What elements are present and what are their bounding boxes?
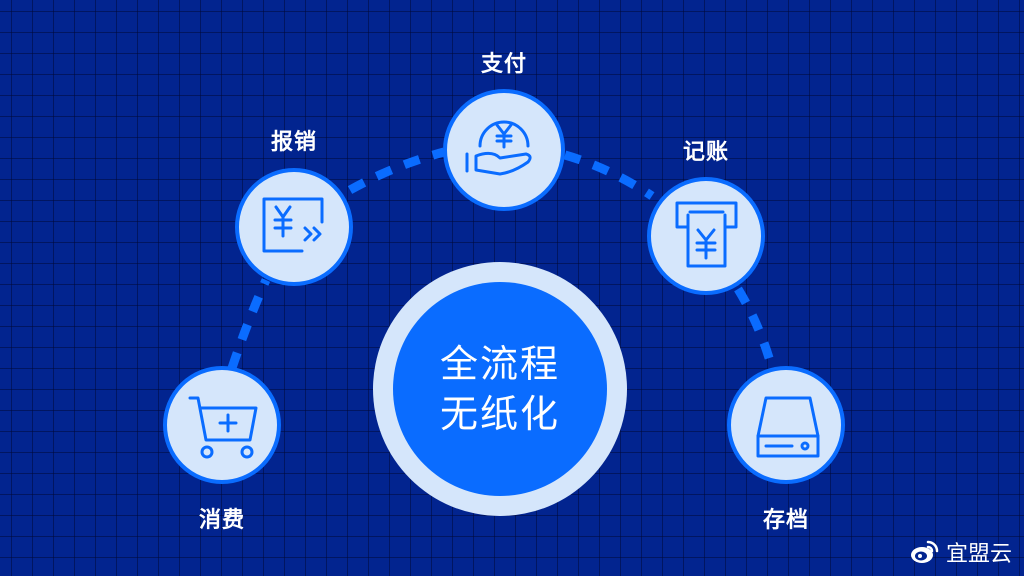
watermark: 宜盟云: [910, 536, 1012, 568]
reimbursement-invoice-icon: [262, 197, 324, 253]
step-label-reimburse: 报销: [270, 130, 318, 155]
center-title: 全流程 无纸化: [440, 339, 560, 439]
connector-reimburse-pay: [347, 147, 446, 194]
dashed-connectors: [227, 147, 777, 370]
step-label-pay: 支付: [480, 52, 528, 77]
step-label-consume: 消费: [198, 508, 246, 533]
step-bookkeeping[interactable]: [647, 177, 765, 295]
center-title-line-1: 全流程: [439, 342, 561, 386]
storage-drive-icon: [756, 396, 820, 458]
step-consume[interactable]: [163, 366, 281, 484]
step-reimburse[interactable]: [235, 168, 353, 286]
step-archive[interactable]: [727, 366, 845, 484]
center-title-line-2: 无纸化: [439, 392, 561, 436]
hand-yuan-coin-icon: [465, 120, 532, 176]
receipt-printer-icon: [675, 201, 738, 268]
main-circle: [373, 262, 627, 516]
step-label-archive: 存档: [762, 508, 810, 533]
step-pay[interactable]: [443, 89, 565, 211]
connector-pay-bookkeeping: [563, 150, 655, 200]
connector-bookkeeping-archive: [734, 286, 777, 370]
step-label-bookkeeping: 记账: [682, 140, 730, 165]
shopping-cart-icon: [188, 396, 258, 459]
watermark-text: 宜盟云: [945, 542, 1012, 567]
weibo-icon: [910, 540, 939, 563]
connector-consume-reimburse: [227, 278, 271, 370]
